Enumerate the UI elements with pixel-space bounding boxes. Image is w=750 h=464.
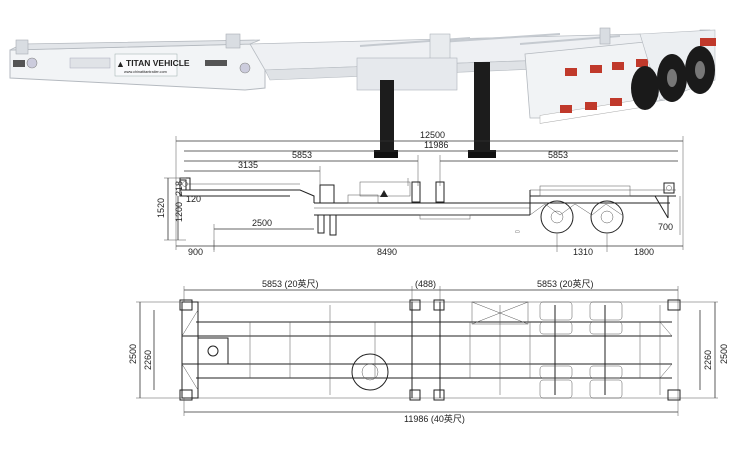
dim-rear-lamp-height: 700: [658, 222, 673, 232]
dim-deck-height: 1200: [174, 202, 184, 222]
dim-overall-length: 12500: [420, 130, 445, 140]
trailer-photo: TITAN VEHICLE www.chinatitantrailer.com …: [9, 27, 716, 158]
dim-total-height: 1520: [156, 198, 166, 218]
dim-front-overhang: 900: [188, 247, 203, 257]
dim-kingpin-to-axle: 8490: [377, 247, 397, 257]
dim-gooseneck-step: 218: [174, 181, 184, 196]
dim-overall-width-right: 2500: [719, 344, 729, 364]
side-plate-label: ▭: [515, 229, 520, 235]
top-view-drawing: 5853 (20英尺) 5853 (20英尺) (488): [128, 278, 729, 424]
dim-top-front-container: 5853 (20英尺): [262, 278, 319, 289]
dim-top-gap: (488): [415, 279, 436, 289]
brand-website: www.chinatitantrailer.com: [124, 70, 167, 74]
dim-overall-width: 2500: [128, 344, 138, 364]
dim-inner-width: 2260: [143, 350, 153, 370]
dim-gooseneck-height: 120: [186, 194, 201, 204]
dim-kingpin-offset: 2500: [252, 218, 272, 228]
dim-frame-length: 11986: [424, 140, 448, 150]
dim-front-container: 5853: [292, 150, 312, 160]
dim-rear-overhang: 1800: [634, 247, 654, 257]
dim-top-frame-length: 11986 (40英尺): [404, 413, 465, 424]
reflective-tape: [560, 59, 648, 113]
dim-gooseneck-length: 3135: [238, 160, 258, 170]
brand-name: TITAN VEHICLE: [126, 58, 190, 68]
side-view-drawing: 12500 11986 5853 5853 3135: [156, 130, 684, 257]
brand-logo-icon: ▲: [116, 59, 125, 69]
dim-axle-spread: 1310: [573, 247, 593, 257]
dim-rear-container: 5853: [548, 150, 568, 160]
dim-inner-width-right: 2260: [703, 350, 713, 370]
dim-top-rear-container: 5853 (20英尺): [537, 278, 594, 289]
